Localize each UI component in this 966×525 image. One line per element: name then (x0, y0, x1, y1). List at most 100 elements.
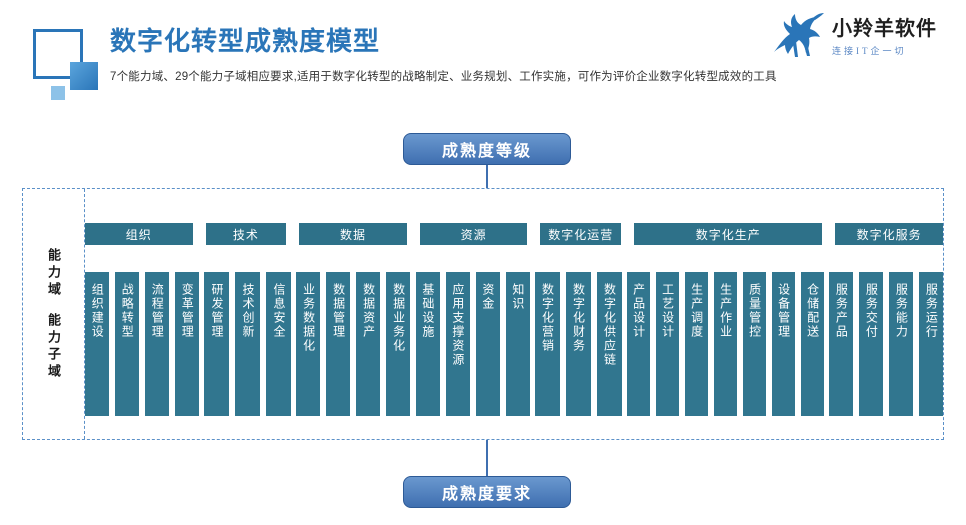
category-gap (822, 223, 835, 245)
subdomain-cell[interactable]: 服务运行 (919, 272, 944, 416)
category-header[interactable]: 技术 (205, 223, 287, 245)
subdomain-cell-label: 流程管理 (150, 283, 165, 339)
subdomain-cell[interactable]: 研发管理 (204, 272, 230, 416)
category-header[interactable]: 数字化运营 (540, 223, 622, 245)
brand-name: 小羚羊软件 (832, 18, 937, 40)
subdomain-cell[interactable]: 基础设施 (415, 272, 440, 416)
subdomain-cell[interactable]: 知识 (505, 272, 530, 416)
subdomain-cell-label: 产品设计 (631, 283, 646, 339)
maturity-requirement-label[interactable]: 成熟度要求 (403, 476, 571, 508)
decorative-square-icon (30, 24, 106, 100)
subdomain-cell-label: 研发管理 (209, 283, 224, 339)
subdomain-group: 业务数据化数据管理数据资产数据业务化 (296, 272, 411, 416)
brand-tagline: 连接IT企一切 (832, 46, 907, 56)
subdomain-cell-label: 数字化财务 (571, 283, 586, 353)
subdomain-cell[interactable]: 战略转型 (115, 272, 139, 416)
subdomain-cell-label: 数字化营销 (540, 283, 555, 353)
page-title: 数字化转型成熟度模型 (110, 26, 381, 56)
subdomain-cell[interactable]: 数字化财务 (565, 272, 591, 416)
subdomain-cell[interactable]: 资金 (475, 272, 500, 416)
subdomain-cell-label: 战略转型 (120, 283, 135, 339)
subdomain-group: 服务产品服务交付服务能力服务运行 (829, 272, 944, 416)
category-header[interactable]: 数字化服务 (835, 223, 943, 245)
subdomain-cell[interactable]: 变革管理 (175, 272, 199, 416)
subdomain-cell[interactable]: 数据业务化 (386, 272, 411, 416)
subdomain-cell[interactable]: 工艺设计 (655, 272, 679, 416)
subdomain-cell[interactable]: 应用支撑资源 (445, 272, 470, 416)
subdomain-cell[interactable]: 数据资产 (356, 272, 381, 416)
subdomain-cell[interactable]: 服务产品 (829, 272, 854, 416)
subdomain-group: 研发管理 技术创新 信息安全 (204, 272, 292, 416)
connector-line-top (486, 165, 488, 189)
subdomain-cell-label: 组织建设 (90, 283, 105, 339)
subdomain-cell[interactable]: 组织建设 (85, 272, 109, 416)
axis-label-capability-domain: 能力域 (46, 247, 61, 299)
subdomain-group: 基础设施应用支撑资源资金知识 (415, 272, 530, 416)
subdomain-cell-label: 数据资产 (361, 283, 376, 339)
subdomain-cell-label: 资金 (480, 283, 495, 311)
subdomain-cell[interactable]: 数据管理 (326, 272, 351, 416)
subdomain-cell-label: 数据管理 (331, 283, 346, 339)
subdomain-cell-label: 服务产品 (834, 283, 849, 339)
subdomain-cell-label: 质量管控 (747, 283, 762, 339)
maturity-level-label[interactable]: 成熟度等级 (403, 133, 571, 165)
subdomain-group: 数字化营销 数字化财务数字化供应链 (534, 272, 622, 416)
subdomain-cell-label: 技术创新 (240, 283, 255, 339)
subdomain-cell-label: 生产调度 (689, 283, 704, 339)
axis-label-column: 能力域 能力子域 (23, 189, 85, 439)
category-gap (286, 223, 299, 245)
subdomain-cell-label: 信息安全 (271, 283, 286, 339)
capability-matrix: 能力域 能力子域 组织技术数据资源数字化运营数字化生产数字化服务 组织建设战略转… (22, 188, 944, 440)
subdomain-cell[interactable]: 仓储配送 (800, 272, 824, 416)
subdomain-cell[interactable]: 质量管控 (742, 272, 766, 416)
subdomain-cell[interactable]: 生产调度 (684, 272, 708, 416)
page-header: 数字化转型成熟度模型 7个能力域、29个能力子域相应要求,适用于数字化转型的战略… (0, 0, 966, 110)
brand-logo: 小羚羊软件 连接IT企一切 (766, 6, 956, 64)
subdomain-cell[interactable]: 信息安全 (266, 272, 292, 416)
square-solid-shape (70, 62, 98, 90)
subdomain-cell-label: 知识 (510, 283, 525, 311)
subdomain-cell-label: 业务数据化 (301, 283, 316, 353)
category-header[interactable]: 资源 (419, 223, 528, 245)
subdomain-cell[interactable]: 服务交付 (859, 272, 884, 416)
subdomain-group: 组织建设战略转型流程管理变革管理 (85, 272, 199, 416)
square-outline-shape (33, 29, 83, 79)
subdomain-cell-label: 服务能力 (894, 283, 909, 339)
antelope-icon (766, 8, 828, 60)
category-gap (193, 223, 206, 245)
subdomain-cell-label: 变革管理 (180, 283, 195, 339)
subdomain-cell-label: 生产作业 (718, 283, 733, 339)
subdomain-cell-label: 工艺设计 (660, 283, 675, 339)
category-header-row: 组织技术数据资源数字化运营数字化生产数字化服务 (85, 223, 943, 245)
subdomain-cell-label: 基础设施 (420, 283, 435, 339)
subdomain-cell-label: 仓储配送 (805, 283, 820, 339)
subdomain-cell[interactable]: 设备管理 (771, 272, 795, 416)
subdomain-group: 产品设计工艺设计生产调度生产作业质量管控设备管理仓储配送 (626, 272, 824, 416)
subdomain-cell-label: 应用支撑资源 (450, 283, 465, 367)
category-header[interactable]: 数字化生产 (634, 223, 823, 245)
subdomain-row: 组织建设战略转型流程管理变革管理研发管理 技术创新 信息安全业务数据化数据管理数据资… (85, 272, 944, 416)
subdomain-cell[interactable]: 流程管理 (145, 272, 169, 416)
connector-line-bottom (486, 440, 488, 476)
matrix-grid: 组织技术数据资源数字化运营数字化生产数字化服务 组织建设战略转型流程管理变革管理… (85, 189, 944, 439)
subdomain-cell[interactable]: 业务数据化 (296, 272, 321, 416)
subdomain-cell[interactable]: 技术创新 (235, 272, 261, 416)
category-header[interactable]: 组织 (85, 223, 193, 245)
category-gap (527, 223, 540, 245)
square-small-shape (51, 86, 65, 100)
category-header[interactable]: 数据 (299, 223, 407, 245)
subdomain-cell[interactable]: 生产作业 (713, 272, 737, 416)
title-block: 数字化转型成熟度模型 7个能力域、29个能力子域相应要求,适用于数字化转型的战略… (110, 26, 777, 84)
subdomain-cell[interactable]: 服务能力 (889, 272, 914, 416)
subdomain-cell-label: 服务运行 (924, 283, 939, 339)
subdomain-cell-label: 服务交付 (864, 283, 879, 339)
subdomain-cell[interactable]: 数字化营销 (534, 272, 560, 416)
category-gap (407, 223, 420, 245)
subdomain-cell-label: 数据业务化 (391, 283, 406, 353)
subdomain-cell-label: 设备管理 (776, 283, 791, 339)
subdomain-cell[interactable]: 产品设计 (626, 272, 650, 416)
brand-text: 小羚羊软件 连接IT企一切 (832, 12, 937, 57)
subdomain-cell[interactable]: 数字化供应链 (596, 272, 622, 416)
category-gap (621, 223, 634, 245)
page-subtitle: 7个能力域、29个能力子域相应要求,适用于数字化转型的战略制定、业务规划、工作实… (110, 71, 777, 84)
